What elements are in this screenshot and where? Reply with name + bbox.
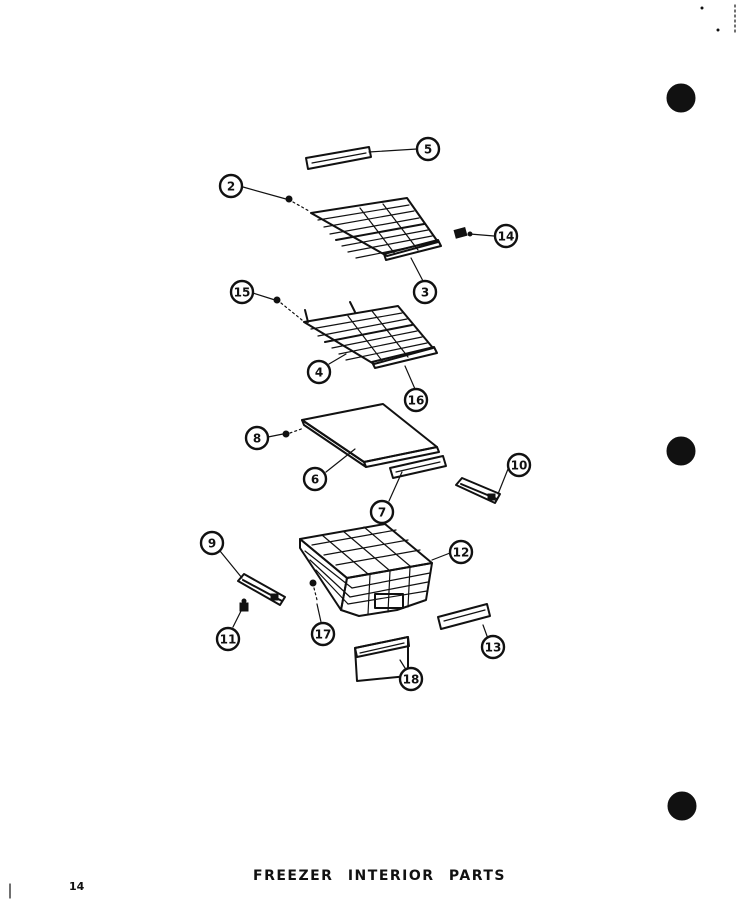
binder-hole-top	[666, 83, 696, 113]
callout-12: 12	[448, 539, 474, 565]
callout-4: 4	[306, 359, 332, 385]
part-12-wire-basket	[299, 523, 433, 617]
callout-13: 13	[480, 634, 506, 660]
callout-label: 10	[511, 459, 528, 473]
part-10-right-slide-rail	[455, 477, 501, 504]
callout-18: 18	[398, 666, 424, 692]
callout-label: 18	[403, 673, 420, 687]
diagram-title: FREEZER INTERIOR PARTS	[253, 868, 507, 884]
leader-lines	[219, 148, 509, 669]
part-3-upper-wire-shelf	[310, 197, 442, 261]
part-2-screw	[285, 195, 310, 212]
callout-14: 14	[493, 223, 519, 249]
part-15-screw	[273, 296, 303, 321]
binder-hole-middle	[666, 436, 696, 466]
callout-label: 16	[408, 394, 425, 408]
callout-label: 15	[234, 286, 251, 300]
part-13-basket-trim	[437, 603, 491, 630]
callout-label: 5	[424, 143, 432, 157]
callout-11: 11	[215, 626, 241, 652]
callout-10: 10	[506, 452, 532, 478]
callout-label: 14	[498, 230, 515, 244]
part-17-screw	[309, 579, 318, 601]
part-5-trim-strip	[305, 146, 372, 170]
part-9-left-slide-rail	[237, 573, 286, 606]
part-7-front-trim-bar	[389, 455, 447, 479]
page-number: 14	[69, 880, 85, 893]
callout-label: 2	[227, 180, 235, 194]
callout-label: 13	[485, 641, 502, 655]
part-8-screw	[282, 427, 305, 438]
callout-label: 6	[311, 473, 319, 487]
part-6-solid-shelf	[301, 403, 440, 468]
callout-9: 9	[199, 530, 225, 556]
part-14-clip	[453, 226, 473, 239]
callout-label: 3	[421, 286, 429, 300]
callout-label: 17	[315, 628, 332, 642]
callout-label: 9	[208, 537, 216, 551]
callout-7: 7	[369, 499, 395, 525]
callout-label: 8	[253, 432, 261, 446]
callout-label: 12	[453, 546, 470, 560]
callout-16: 16	[403, 387, 429, 413]
callout-label: 4	[315, 366, 323, 380]
part-11-stop	[239, 598, 249, 612]
callout-8: 8	[244, 425, 270, 451]
callout-label: 11	[220, 633, 237, 647]
scan-specks	[9, 4, 736, 899]
part-4-middle-wire-shelf	[303, 301, 438, 369]
callout-3: 3	[412, 279, 438, 305]
callout-6: 6	[302, 466, 328, 492]
callout-15: 15	[229, 279, 255, 305]
callout-5: 5	[415, 136, 441, 162]
callout-17: 17	[310, 621, 336, 647]
callout-label: 7	[378, 506, 386, 520]
callout-2: 2	[218, 173, 244, 199]
binder-hole-bottom	[667, 791, 697, 821]
